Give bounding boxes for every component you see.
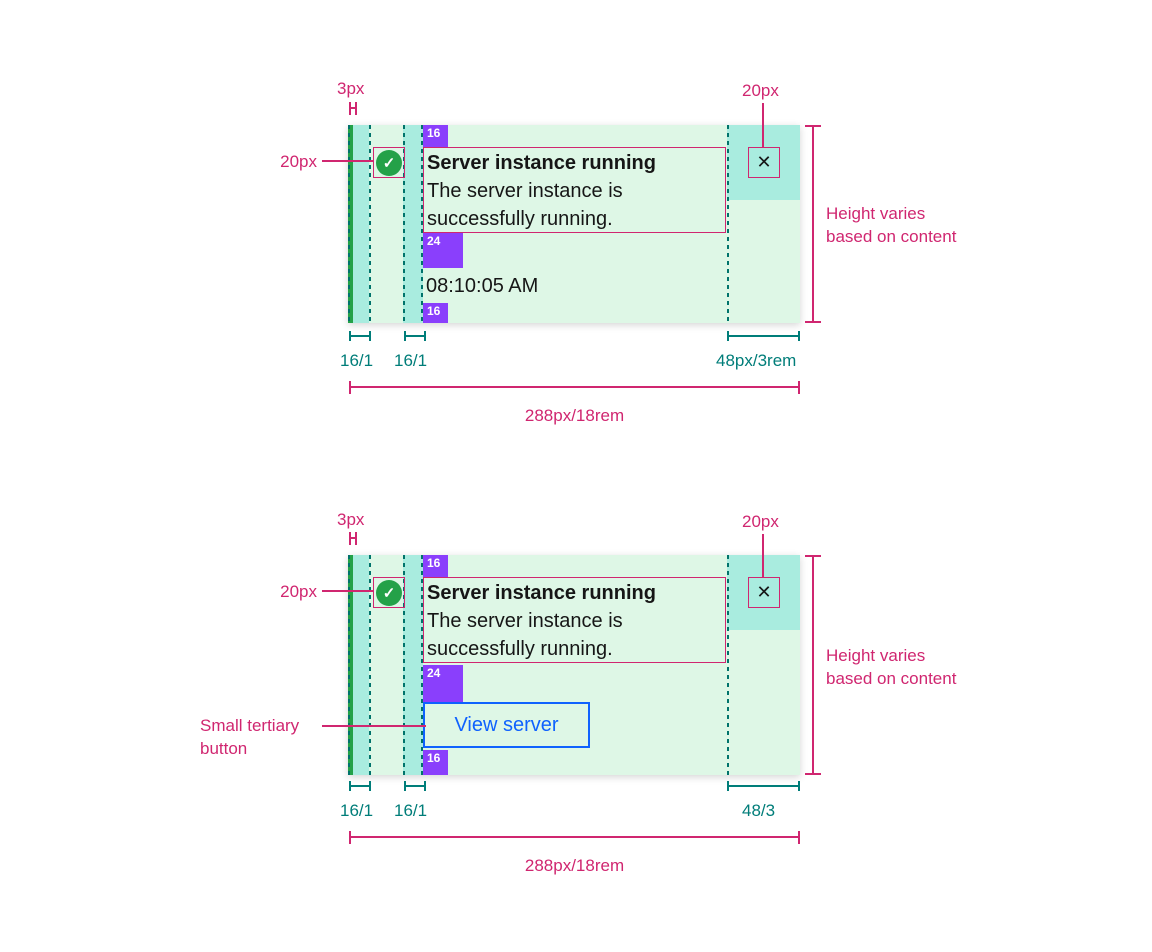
tertiary-button-note: Small tertiary button [200,716,300,758]
grid-guide-line [727,555,729,775]
spacer-top: 16 [423,125,448,147]
total-width-label: 288px/18rem [524,406,625,425]
close-size-leader-line [762,103,764,147]
spacing-band-left-2 [403,125,423,323]
grid-guide-line [348,555,350,775]
total-width-measure-line [349,831,800,844]
toast-timestamp: 08:10:05 AM [426,275,539,297]
toast-title: Server instance running [427,152,656,174]
grid-guide-line [403,555,405,775]
right-zone-bracket [727,781,800,791]
spacer-middle: 24 [423,665,463,702]
grid-guide-line [727,125,729,323]
close-size-leader-line [762,534,764,577]
icon-size-label: 20px [280,582,317,601]
grid-guide-line [421,125,423,323]
pad1-bracket [349,331,371,341]
pad1-label: 16/1 [340,351,374,370]
total-width-measure-line [349,381,800,394]
spacing-band-left-1 [353,125,369,323]
success-check-icon: ✓ [376,579,402,606]
grid-guide-line [369,125,371,323]
close-icon: ✕ [756,582,772,602]
success-toast-notification: 16 24 16 ✓ Server instance running The s… [348,125,800,323]
close-button[interactable]: ✕ [748,577,780,608]
spacing-band-left-1 [353,555,369,775]
pad2-bracket [404,781,426,791]
height-note: Height varies based on content [826,204,957,246]
spacer-bottom: 16 [423,303,448,323]
icon-size-leader-line [322,160,373,162]
spacer-middle: 24 [423,233,463,268]
height-measure-line [805,555,821,775]
icon-size-label: 20px [280,152,317,171]
toast-text-outline: Server instance running The server insta… [423,147,726,233]
icon-size-leader-line [322,590,373,592]
border-width-bracket [349,102,357,115]
pad1-bracket [349,781,371,791]
grid-guide-line [421,555,423,775]
close-size-label: 20px [742,512,779,531]
grid-guide-line [403,125,405,323]
status-icon-outline: ✓ [373,147,405,178]
grid-guide-line [369,555,371,775]
toast-body: The server instance is successfully runn… [427,610,623,660]
success-toast-notification-with-action: 16 24 16 ✓ Server instance running The s… [348,555,800,775]
spacer-bottom: 16 [423,750,448,775]
view-server-button[interactable]: View server [423,702,590,748]
height-note: Height varies based on content [826,646,957,688]
grid-guide-line [348,125,350,323]
pad2-label: 16/1 [394,801,428,820]
border-width-bracket [349,532,357,545]
right-zone-label: 48/3 [742,801,776,820]
toast-body: The server instance is successfully runn… [427,180,623,230]
toast-title: Server instance running [427,582,656,604]
pad2-label: 16/1 [394,351,428,370]
success-border-bar [348,555,353,775]
close-button[interactable]: ✕ [748,147,780,178]
height-measure-line [805,125,821,323]
success-border-bar [348,125,353,323]
spacing-band-left-2 [403,555,423,775]
close-size-label: 20px [742,81,779,100]
total-width-label: 288px/18rem [524,856,625,875]
tertiary-button-leader-line [322,725,426,727]
view-server-button-label: View server [454,713,559,736]
border-width-label: 3px [337,510,365,529]
status-icon-outline: ✓ [373,577,405,608]
right-zone-label: 48px/3rem [716,351,797,370]
pad2-bracket [404,331,426,341]
border-width-label: 3px [337,79,365,98]
toast-text-outline: Server instance running The server insta… [423,577,726,663]
pad1-label: 16/1 [340,801,374,820]
success-check-icon: ✓ [376,149,402,176]
close-icon: ✕ [756,152,772,172]
right-zone-bracket [727,331,800,341]
spacer-top: 16 [423,555,448,577]
